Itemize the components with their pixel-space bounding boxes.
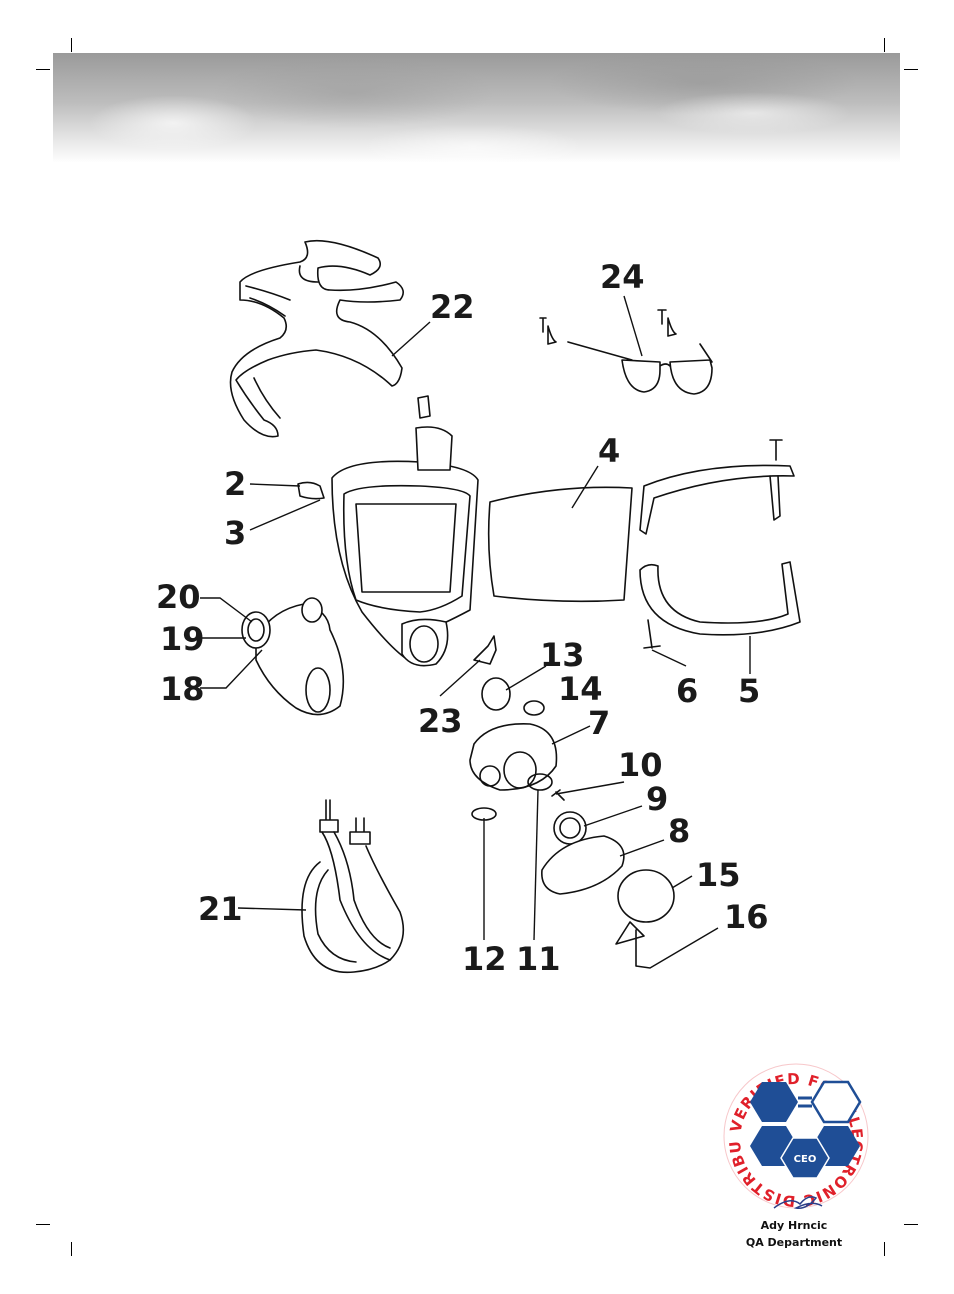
callout-12: 12 (462, 940, 507, 978)
spectacle-kit-drawing (539, 309, 713, 395)
callout-23: 23 (418, 702, 463, 740)
callout-9: 9 (646, 780, 668, 818)
breathing-hose-drawing (301, 799, 405, 974)
callout-2: 2 (224, 465, 246, 503)
callout-8: 8 (668, 812, 690, 850)
crop-mark (884, 1242, 885, 1256)
callout-3: 3 (224, 514, 246, 552)
seal-bar (798, 1096, 812, 1108)
callout-20: 20 (156, 578, 201, 616)
callout-14: 14 (558, 670, 603, 708)
facepiece-drawing (297, 395, 479, 667)
callout-19: 19 (160, 620, 205, 658)
filter-cartridge-drawing (553, 811, 587, 845)
signature-department: QA Department (745, 1236, 843, 1249)
seal-hex (780, 1137, 830, 1179)
callout-5: 5 (738, 672, 760, 710)
filter-adapter-drawing (241, 597, 345, 716)
callout-11: 11 (516, 940, 561, 978)
valve-housing-drawing (469, 677, 558, 791)
callout-6: 6 (676, 672, 698, 710)
crop-mark (36, 1224, 50, 1225)
callout-15: 15 (696, 856, 741, 894)
callout-21: 21 (198, 890, 243, 928)
callout-22: 22 (430, 288, 475, 326)
visor-frame-drawing (639, 439, 801, 649)
crop-mark (36, 69, 50, 70)
crop-mark (904, 1224, 918, 1225)
valve-disc-drawing (527, 773, 553, 791)
callout-13: 13 (540, 636, 585, 674)
crop-mark (71, 1242, 72, 1256)
crop-mark (71, 38, 72, 52)
retaining-strap-drawing (615, 869, 675, 967)
valve-clip-drawing (473, 635, 497, 665)
callout-10: 10 (618, 746, 663, 784)
filter-cartridge-inner (559, 817, 581, 839)
callout-7: 7 (588, 704, 610, 742)
screw-drawing (551, 789, 565, 801)
crop-mark (904, 69, 918, 70)
crop-mark (884, 38, 885, 52)
cloud-banner (53, 53, 900, 163)
callout-18: 18 (160, 670, 205, 708)
seal-hex (810, 1080, 862, 1124)
signature-name: Ady Hrncic (760, 1219, 828, 1232)
callout-4: 4 (598, 432, 620, 470)
seal-logo-text: CEO (794, 1154, 817, 1165)
head-harness-drawing (229, 239, 404, 438)
seal-hex (750, 1082, 798, 1122)
callout-16: 16 (724, 898, 769, 936)
callout-24: 24 (600, 258, 645, 296)
filter-cover-drawing (541, 835, 625, 895)
signature-scribble (773, 1196, 823, 1210)
visor-drawing (487, 486, 633, 603)
leader-lines (200, 295, 751, 969)
